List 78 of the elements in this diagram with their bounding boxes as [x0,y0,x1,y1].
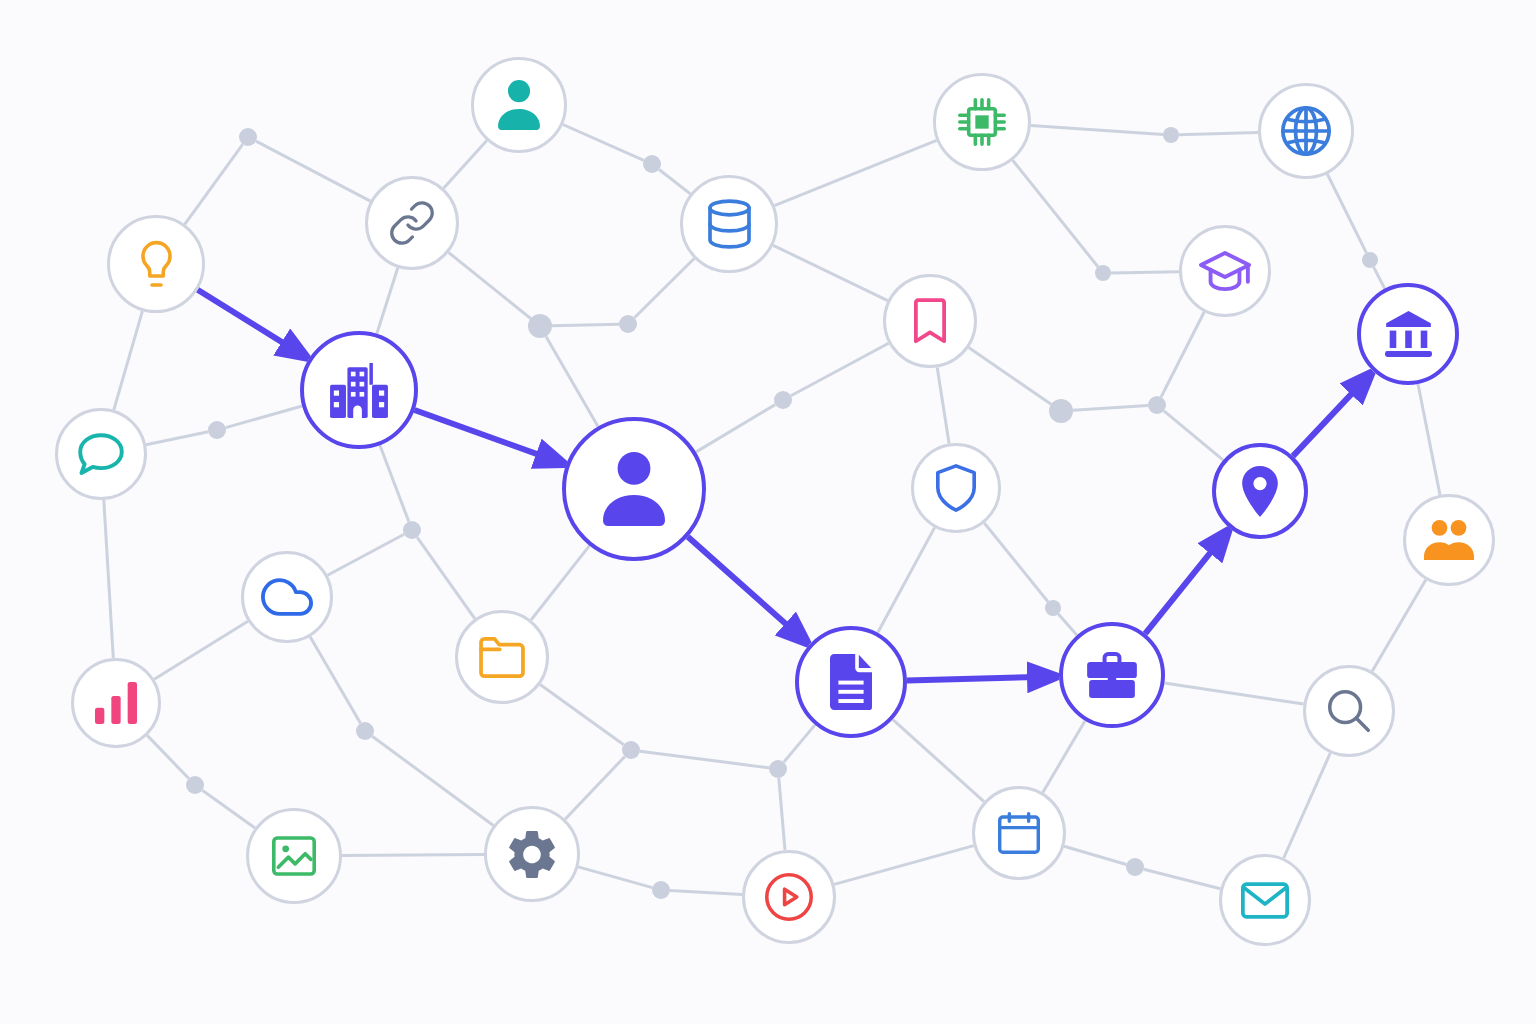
connector-line [1110,270,1180,275]
connector-line [633,257,696,319]
junction-dot [208,421,226,439]
connector-line [201,789,256,830]
junction-dot [403,521,421,539]
connector-line [153,619,249,681]
junction-dot [619,315,637,333]
junction-dot [643,155,661,173]
connector-line [1178,130,1259,137]
connector-line [983,522,1050,603]
connector-line [1372,266,1387,290]
connector-line [1162,409,1225,462]
connector-line [551,322,620,328]
connector-line [790,341,890,398]
junction-dot [652,881,670,899]
connector-line [967,346,1052,406]
connector-line [145,430,209,447]
connector-line [146,734,190,780]
junction-dot [1045,600,1061,616]
connector-line [112,310,144,411]
junction-dot [1126,858,1144,876]
connector-line [1011,159,1100,268]
connector-line [1325,173,1368,254]
junction-dot [1163,127,1179,143]
junction-dot [528,314,552,338]
junction-dot [1049,399,1073,423]
junction-dot [769,760,787,778]
connector-line [1057,613,1079,637]
junction-dot [186,776,204,794]
connector-line [183,143,244,226]
connector-line [415,536,477,620]
junction-dot [622,741,640,759]
connector-line [1416,383,1442,496]
connector-line [1164,681,1304,706]
junction-dot [1148,396,1166,414]
connector-line [375,267,400,335]
node-circle [241,551,333,643]
connector-line [577,865,653,890]
connector-line [891,718,985,803]
connector-line [777,777,787,851]
connector-line [1030,123,1164,136]
connector-line [876,526,936,634]
junction-dot [774,391,792,409]
connector-line [539,683,625,746]
connector-line [225,404,303,430]
junction-dot [1362,252,1378,268]
connector-line [695,403,777,454]
connector-line [255,139,372,203]
connector-line [371,735,495,827]
connector-line [529,544,591,621]
connector-line [1072,404,1149,412]
junction-dot [239,128,257,146]
connector-line [1041,719,1087,794]
junction-dot [1095,265,1111,281]
connector-line [833,844,975,886]
connector-line [773,138,938,208]
connector-line [308,636,362,724]
connector-line [378,444,411,523]
connector-line [562,123,645,162]
connector-line [1370,578,1428,673]
connector-line [772,243,889,302]
junction-dot [356,722,374,740]
connector-line [564,755,626,821]
connector-line [442,139,488,190]
connector-line [639,749,770,770]
connector-line [326,532,405,577]
connector-line [935,367,951,444]
connector-line [1282,752,1332,859]
connector-line [1159,311,1206,398]
connector-line [1143,867,1221,891]
connector-line [658,168,692,196]
connector-line [342,852,484,858]
connector-line [102,499,115,659]
connector-line [782,723,817,764]
connector-line [447,251,532,320]
connector-line [669,889,743,896]
connector-line [544,335,600,428]
connector-line [1063,844,1127,866]
